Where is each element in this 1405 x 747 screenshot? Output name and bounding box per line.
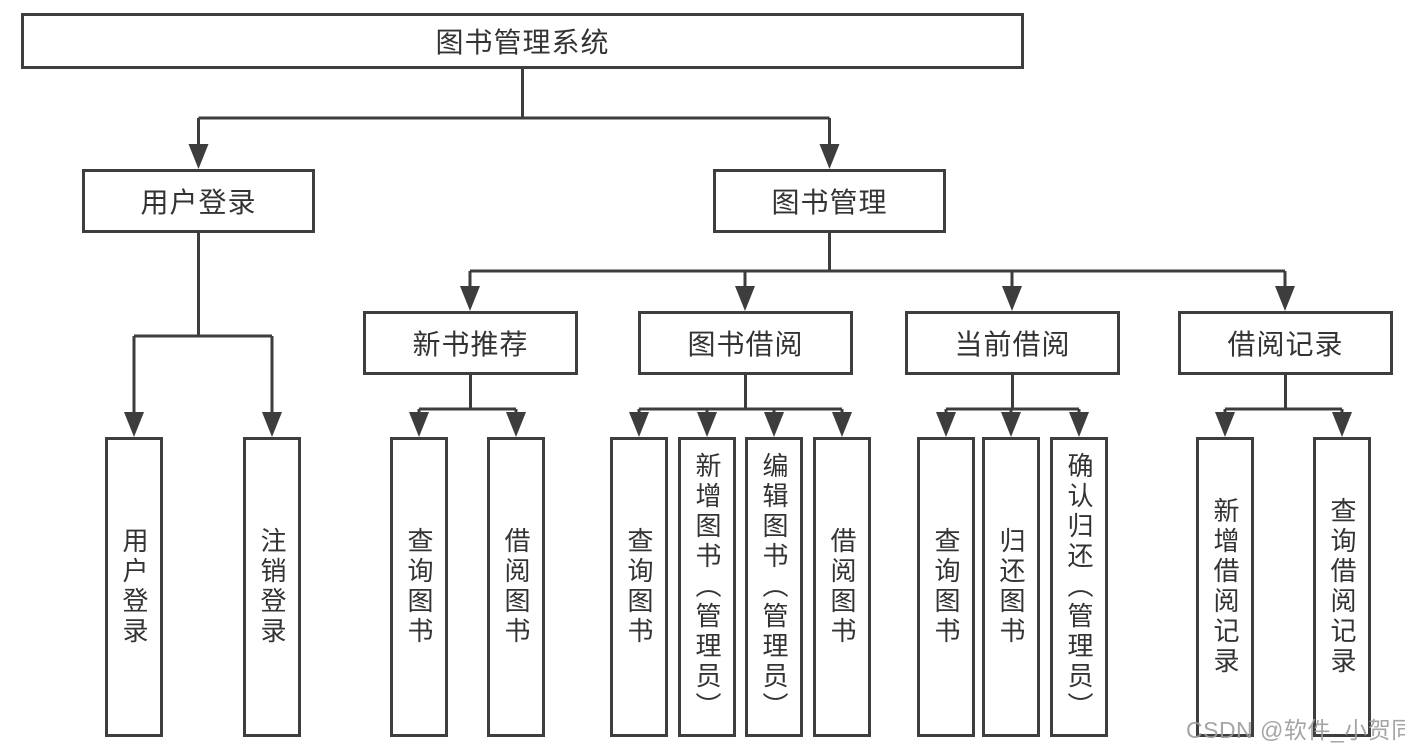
leaf-confirm-return-admin-label: 确认归还（管理员） bbox=[1064, 452, 1094, 722]
connector-new-book bbox=[417, 375, 518, 414]
leaf-borrow-query-book: 查询图书 bbox=[610, 437, 668, 737]
connector-borrow-records bbox=[1223, 375, 1344, 414]
leaf-logout: 注销登录 bbox=[243, 437, 301, 737]
leaf-current-query-book: 查询图书 bbox=[917, 437, 975, 737]
node-current-borrow: 当前借阅 bbox=[905, 311, 1120, 375]
leaf-borrow-query-book-label: 查询图书 bbox=[624, 527, 654, 647]
node-user-login: 用户登录 bbox=[82, 169, 315, 233]
leaf-user-login-label: 用户登录 bbox=[119, 527, 149, 647]
node-book-management-label: 图书管理 bbox=[771, 187, 888, 218]
leaf-edit-book-admin-label: 编辑图书（管理员） bbox=[759, 452, 789, 722]
node-user-login-label: 用户登录 bbox=[140, 187, 257, 218]
node-book-management: 图书管理 bbox=[713, 169, 946, 233]
leaf-recommend-query-book-label: 查询图书 bbox=[404, 527, 434, 647]
leaf-add-book-admin: 新增图书（管理员） bbox=[678, 437, 736, 737]
connector-root bbox=[197, 69, 831, 146]
node-book-borrow-label: 图书借阅 bbox=[687, 329, 804, 360]
node-borrow-records-label: 借阅记录 bbox=[1227, 329, 1344, 360]
leaf-query-borrow-record-label: 查询借阅记录 bbox=[1327, 497, 1357, 677]
node-book-borrow: 图书借阅 bbox=[638, 311, 853, 375]
leaf-recommend-query-book: 查询图书 bbox=[390, 437, 448, 737]
leaf-edit-book-admin: 编辑图书（管理员） bbox=[745, 437, 803, 737]
leaf-borrow-book-label: 借阅图书 bbox=[827, 527, 857, 647]
node-root-system-label: 图书管理系统 bbox=[435, 27, 610, 58]
connector-book-borrow bbox=[637, 375, 844, 414]
csdn-watermark: CSDN @软件_小贺同学 bbox=[1186, 717, 1405, 743]
node-root-system: 图书管理系统 bbox=[21, 13, 1024, 69]
connector-current-borrow bbox=[944, 375, 1081, 414]
leaf-current-query-book-label: 查询图书 bbox=[931, 527, 961, 647]
node-new-book-recommend-label: 新书推荐 bbox=[412, 329, 529, 360]
leaf-logout-label: 注销登录 bbox=[257, 527, 287, 647]
leaf-query-borrow-record: 查询借阅记录 bbox=[1313, 437, 1371, 737]
leaf-recommend-borrow-book-label: 借阅图书 bbox=[501, 527, 531, 647]
leaf-return-book: 归还图书 bbox=[982, 437, 1040, 737]
node-new-book-recommend: 新书推荐 bbox=[363, 311, 578, 375]
leaf-add-borrow-record: 新增借阅记录 bbox=[1196, 437, 1254, 737]
leaf-user-login: 用户登录 bbox=[105, 437, 163, 737]
node-borrow-records: 借阅记录 bbox=[1178, 311, 1393, 375]
node-current-borrow-label: 当前借阅 bbox=[954, 329, 1071, 360]
connector-user-login bbox=[132, 233, 274, 414]
leaf-add-borrow-record-label: 新增借阅记录 bbox=[1210, 497, 1240, 677]
leaf-confirm-return-admin: 确认归还（管理员） bbox=[1050, 437, 1108, 737]
connector-book-management bbox=[468, 232, 1287, 289]
leaf-recommend-borrow-book: 借阅图书 bbox=[487, 437, 545, 737]
leaf-borrow-book: 借阅图书 bbox=[813, 437, 871, 737]
leaf-return-book-label: 归还图书 bbox=[996, 527, 1026, 647]
leaf-add-book-admin-label: 新增图书（管理员） bbox=[692, 452, 722, 722]
